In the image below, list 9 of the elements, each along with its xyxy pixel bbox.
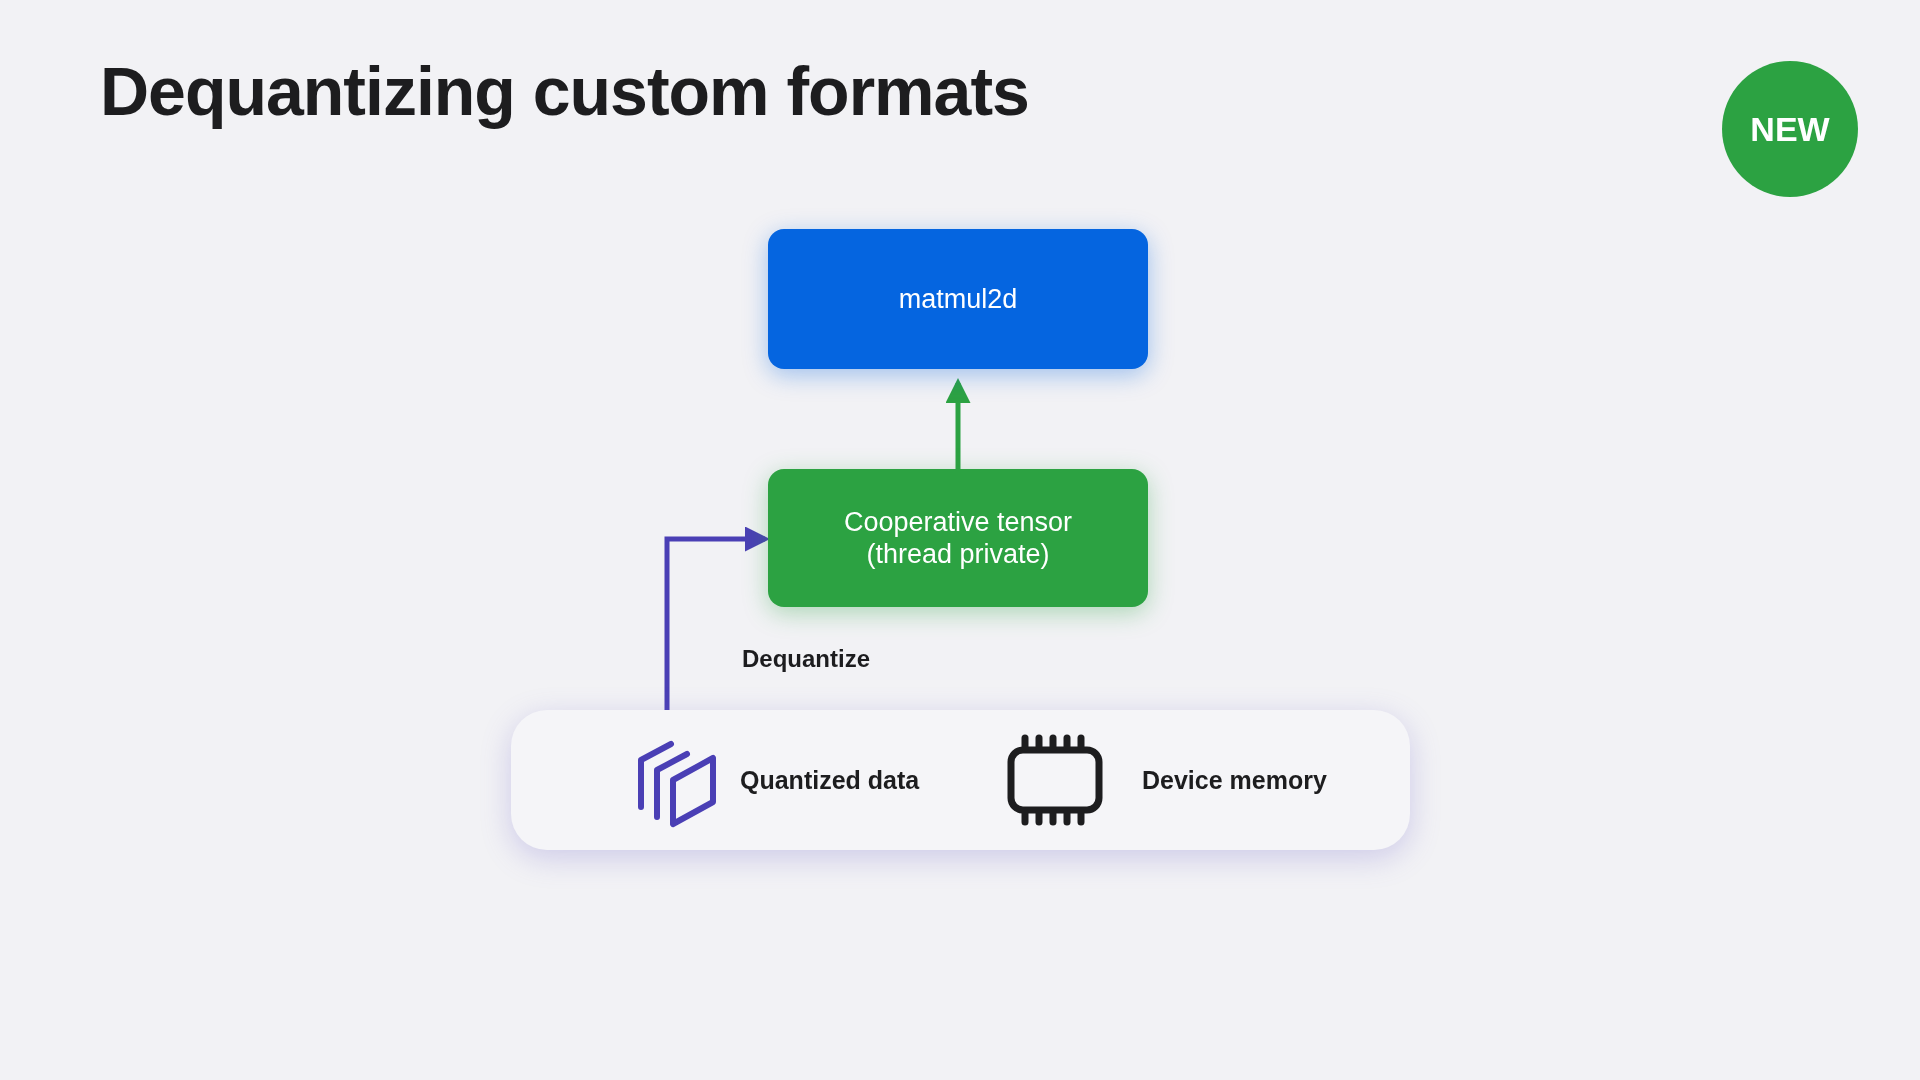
item-label: Device memory (1142, 765, 1327, 795)
panel-background (511, 710, 1410, 850)
arrow (945, 378, 971, 469)
slide-title: Dequantizing custom formats (100, 52, 1029, 130)
process-box: Cooperative tensor (thread private) (768, 469, 1148, 607)
process-box: matmul2d (768, 229, 1148, 369)
arrow (664, 526, 770, 710)
new-badge: NEW (1722, 61, 1858, 197)
item-label: Quantized data (740, 765, 920, 795)
